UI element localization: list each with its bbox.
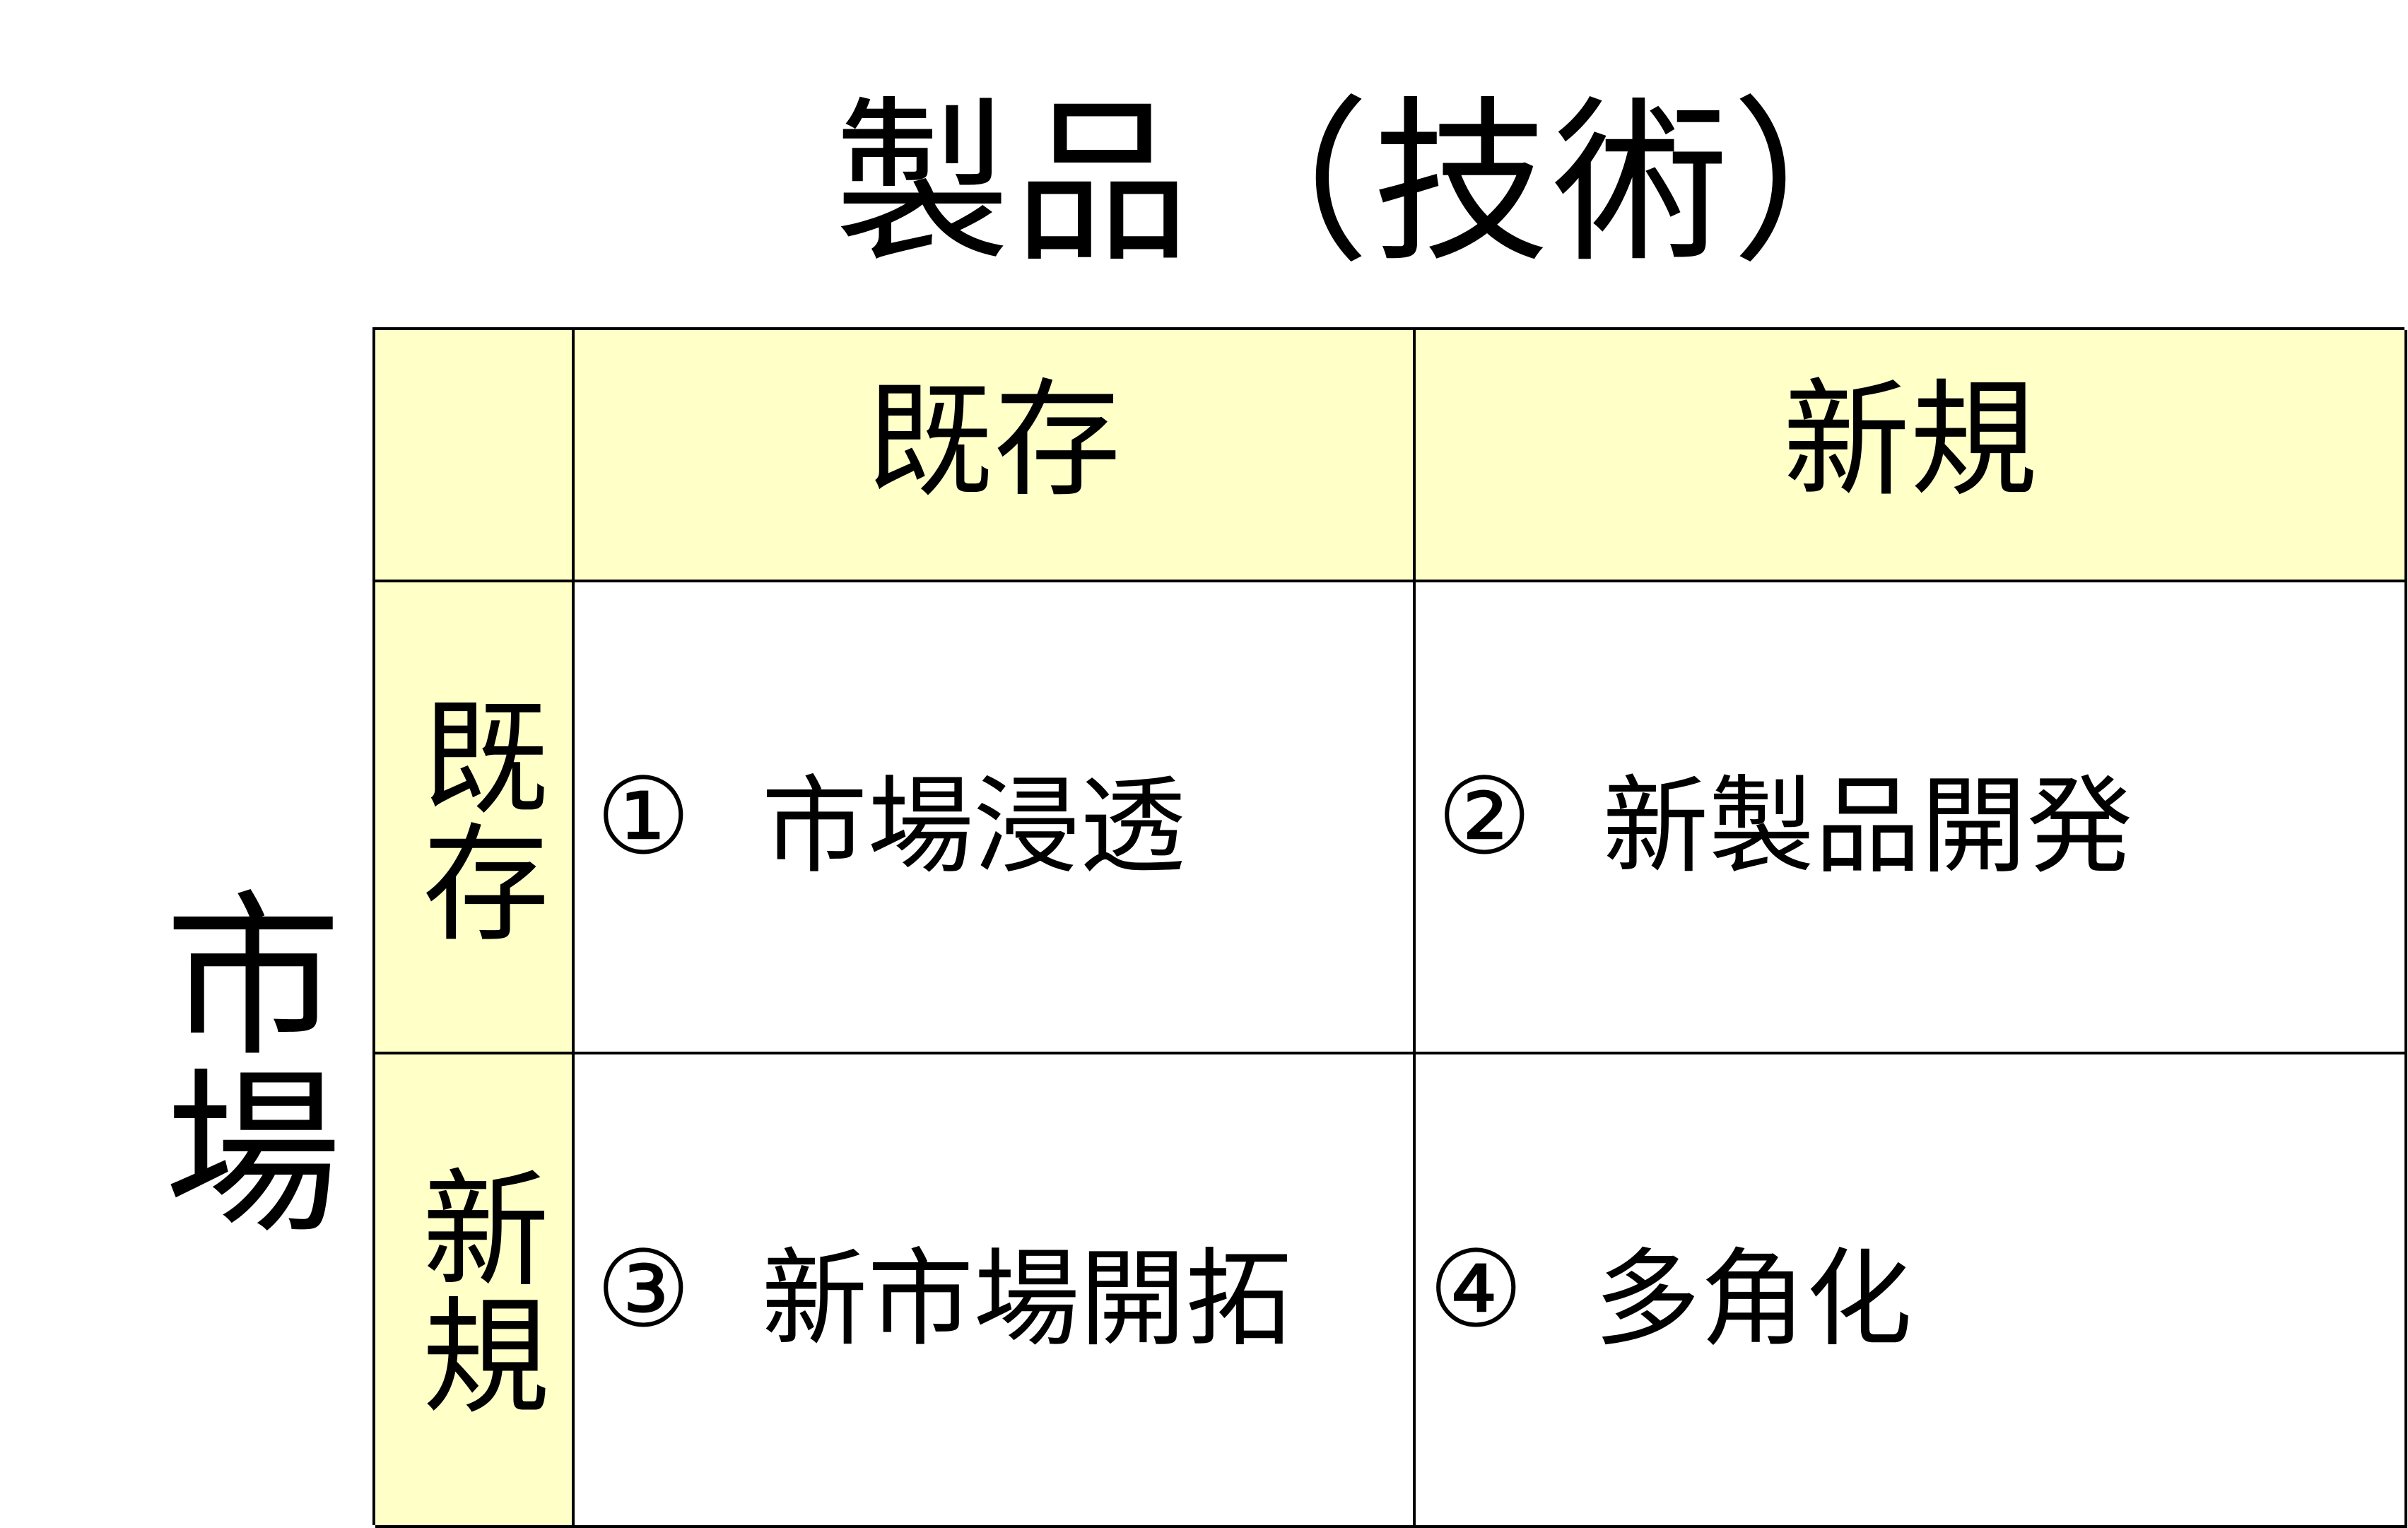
diagram-title: 製品（技術） xyxy=(834,81,1911,286)
column-header-label: 新規 xyxy=(1782,366,2038,515)
quadrant-label: 新市場開拓 xyxy=(761,1238,1292,1361)
corner-cell xyxy=(375,330,575,582)
quadrant-number: ① xyxy=(596,756,691,878)
row-header-label: 新規 xyxy=(400,1163,548,1417)
quadrant-label: 市場浸透 xyxy=(761,765,1186,888)
quadrant-number: ② xyxy=(1437,756,1532,878)
column-header-existing: 既存 xyxy=(575,330,1416,582)
column-header-label: 既存 xyxy=(866,366,1121,515)
quadrant-number: ③ xyxy=(596,1228,691,1351)
row-header-existing: 既存 xyxy=(375,582,575,1054)
quadrant-market-development: ③ 新市場開拓 xyxy=(575,1054,1416,1528)
quadrant-product-development: ② 新製品開発 xyxy=(1416,582,2407,1054)
market-axis-label: 市場 xyxy=(134,883,340,1237)
row-header-new: 新規 xyxy=(375,1054,575,1528)
quadrant-number: ④ xyxy=(1428,1228,1524,1351)
quadrant-market-penetration: ① 市場浸透 xyxy=(575,582,1416,1054)
quadrant-label: 多角化 xyxy=(1594,1238,1913,1361)
column-header-new: 新規 xyxy=(1416,330,2407,582)
quadrant-diversification: ④ 多角化 xyxy=(1416,1054,2407,1528)
ansoff-matrix: 既存 新規 既存 ① 市場浸透 ② 新製品開発 新規 ③ 新市場開拓 ④ 多角化 xyxy=(372,327,2407,1528)
quadrant-label: 新製品開発 xyxy=(1602,765,2133,888)
row-header-label: 既存 xyxy=(400,690,548,944)
